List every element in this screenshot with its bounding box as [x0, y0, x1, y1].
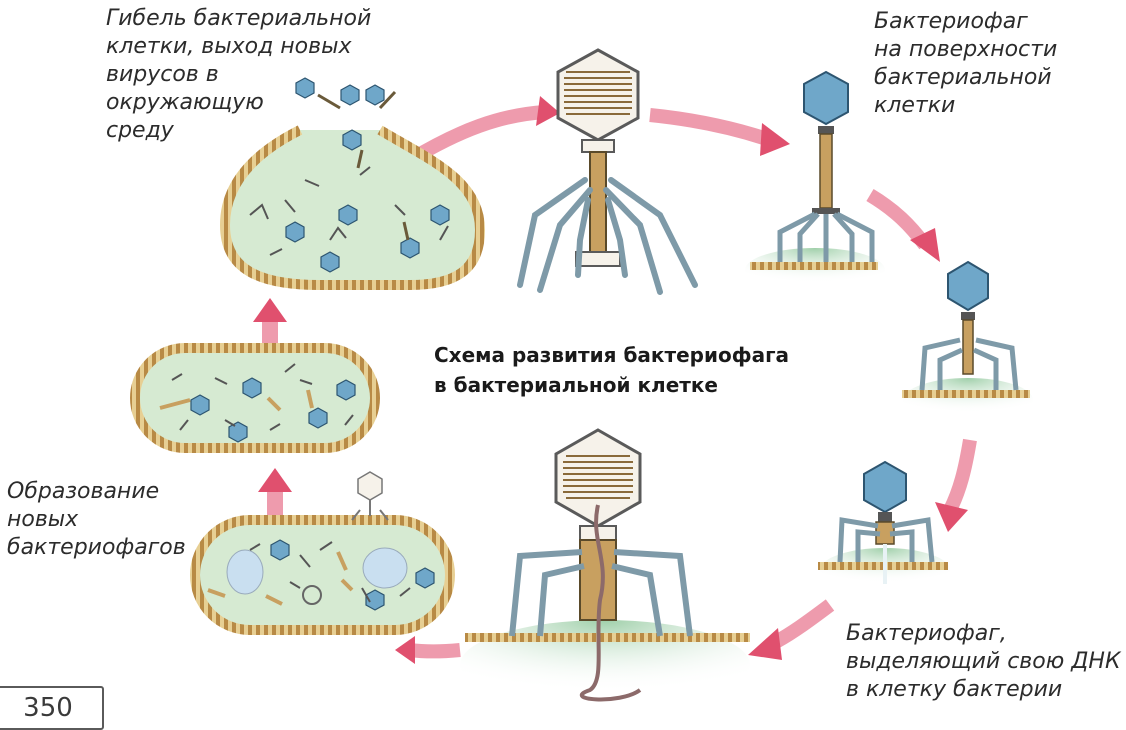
caption-phage-on-surface: Бактериофаг на поверхности бактериальной… [874, 8, 1057, 120]
phage-gripping-surface [902, 262, 1033, 422]
arrow-release-to-phage [410, 112, 545, 160]
arrow-grip-to-contract [950, 440, 970, 510]
arrow-release-to-phage-head [536, 96, 560, 126]
diagram-title: Схема развития бактериофага в бактериаль… [434, 340, 789, 400]
arrow-assembly-to-replication-head [258, 468, 292, 492]
page-number: 350 [0, 686, 104, 730]
phage-injecting-dna [460, 430, 750, 710]
arrow-contract-to-inject-head [748, 628, 782, 660]
caption-cell-lysis: Гибель бактериальной клетки, выход новых… [106, 5, 371, 145]
large-bacteriophage [520, 50, 695, 292]
phage-tail-contracted [818, 462, 950, 592]
replication-cell [135, 348, 375, 448]
arrow-phage-to-attach-head [760, 123, 790, 156]
arrow-inject-to-assembly [410, 650, 460, 652]
diagram-title-line-1: Схема развития бактериофага [434, 340, 789, 370]
arrow-replication-to-release-head [253, 298, 287, 322]
arrow-grip-to-contract-head [935, 502, 968, 532]
caption-new-phages-assembly: Образование новых бактериофагов [7, 478, 186, 562]
phage-attached-to-surface [745, 72, 885, 292]
caption-dna-injection: Бактериофаг, выделяющий свою ДНК в клетк… [846, 620, 1121, 704]
arrow-phage-to-attach [650, 115, 770, 140]
assembly-cell [195, 472, 450, 630]
diagram-title-line-2: в бактериальной клетке [434, 370, 789, 400]
arrow-inject-to-assembly-head [395, 636, 415, 664]
